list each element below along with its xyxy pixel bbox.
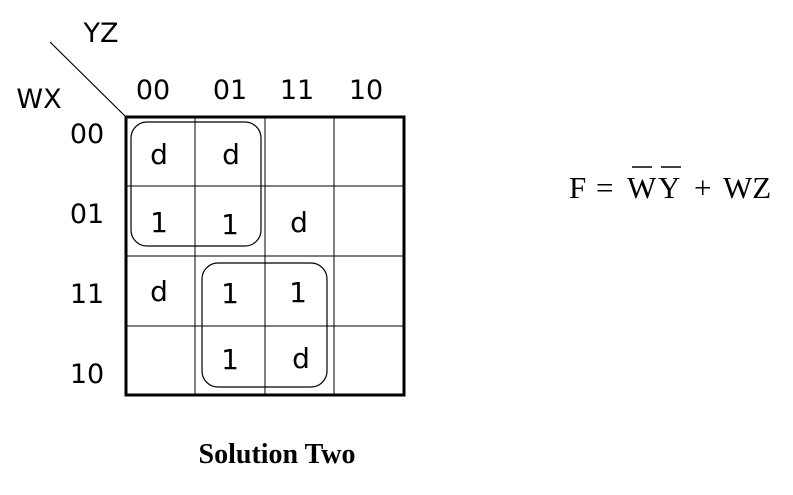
row-label-11: 11	[70, 279, 104, 310]
grid-border	[124, 115, 406, 397]
cell-r1-c0: 1	[150, 206, 168, 239]
karnaugh-grid	[124, 115, 406, 397]
figure-caption: Solution Two	[199, 439, 356, 470]
col-label-11: 11	[280, 75, 314, 106]
row-label-00: 00	[70, 119, 104, 150]
col-label-10: 10	[349, 75, 383, 106]
cell-r0-c0: d	[150, 138, 168, 171]
expression-term2: WZ	[723, 170, 771, 205]
cell-r3-c2: d	[292, 342, 310, 375]
expression-term1-y: Y	[658, 170, 680, 205]
cell-r2-c0: d	[150, 275, 168, 308]
cell-r2-c2: 1	[289, 276, 307, 309]
expression-term1-w: W	[627, 170, 657, 205]
cell-r2-c1: 1	[221, 277, 239, 310]
row-label-01: 01	[70, 199, 104, 230]
cell-values: d d 1 1 d d 1 1 1 d	[150, 138, 310, 376]
expression-plus: +	[694, 170, 711, 205]
col-label-01: 01	[213, 75, 247, 106]
cell-r1-c2: d	[290, 206, 308, 239]
boolean-expression: F = W Y + WZ	[569, 166, 771, 205]
column-headers: 00 01 11 10	[136, 75, 383, 106]
cell-r0-c1: d	[222, 138, 240, 171]
expression-equals: =	[596, 170, 613, 205]
group-loop-bottom-middle	[201, 262, 328, 388]
col-variable-label: YZ	[83, 18, 119, 49]
row-label-10: 10	[70, 359, 104, 390]
cell-r3-c1: 1	[221, 343, 239, 376]
row-variable-label: WX	[16, 84, 61, 115]
cell-r1-c1: 1	[221, 208, 239, 241]
corner-diagonal	[49, 41, 127, 118]
expression-lhs: F	[569, 170, 586, 205]
col-label-00: 00	[136, 75, 170, 106]
row-headers: 00 01 11 10	[70, 119, 104, 390]
group-loop-top-left	[130, 121, 262, 247]
